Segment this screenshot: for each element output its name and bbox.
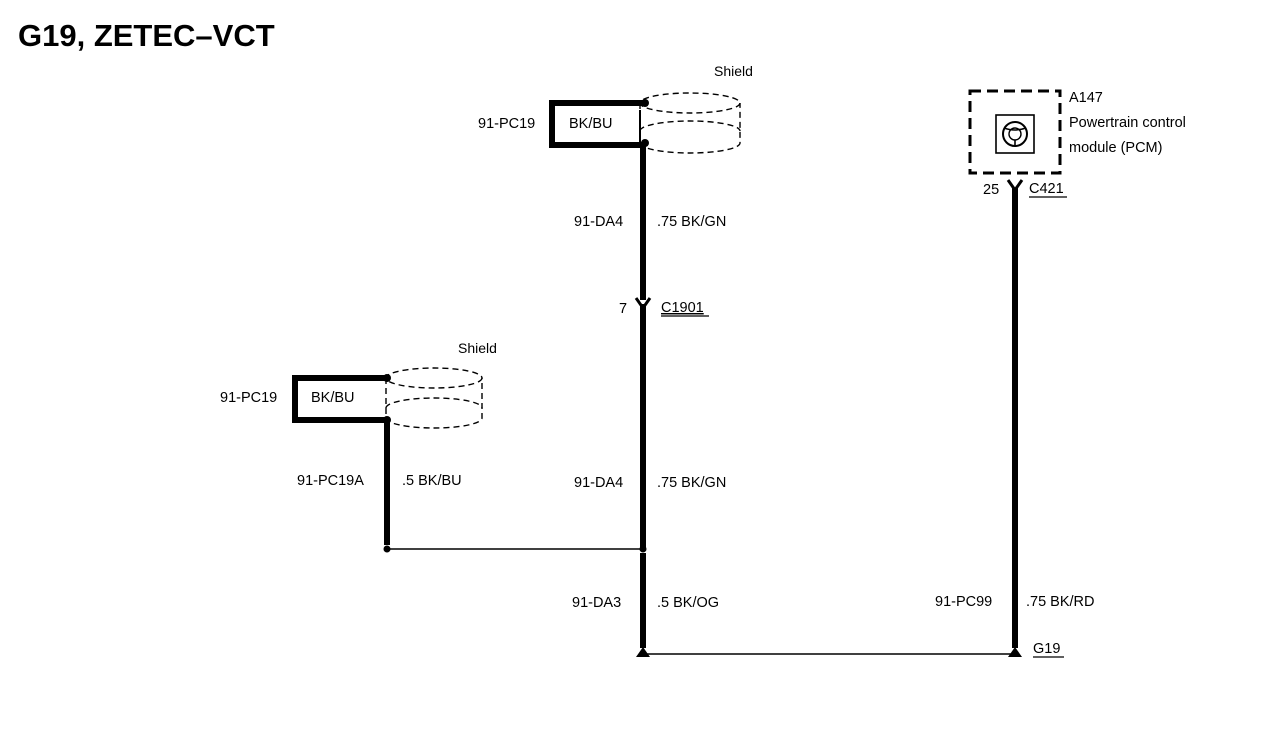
wire-left-drop-spec: .5 BK/BU <box>402 473 462 489</box>
wire-ground-center-spec: .5 BK/OG <box>657 595 719 611</box>
wire-ground-center-circuit: 91-DA3 <box>572 595 621 611</box>
wire-center-upper-spec: .75 BK/GN <box>657 214 726 230</box>
shield-top-terminal-box <box>549 100 644 148</box>
shield-left: Shield <box>383 340 497 429</box>
wire-right-circuit: 91-PC99 <box>935 594 992 610</box>
pcm-id: A147 <box>1069 90 1103 106</box>
shield-left-label: Shield <box>458 340 497 356</box>
wire-center-lower-spec: .75 BK/GN <box>657 475 726 491</box>
splice-dot-center <box>639 545 647 553</box>
wire-left-drop-circuit: 91-PC19A <box>297 473 364 489</box>
ground-name: G19 <box>1033 641 1060 657</box>
shield-top-color: BK/BU <box>569 116 613 132</box>
pcm-module-box <box>968 89 1062 175</box>
ground-terminal-right <box>1008 647 1022 657</box>
wire-center-lower-circuit: 91-DA4 <box>574 475 623 491</box>
diagram-title: G19, ZETEC–VCT <box>18 18 275 53</box>
ground-terminal-center <box>636 647 650 657</box>
shield-top-circuit: 91-PC19 <box>478 116 535 132</box>
pcm-name-line1: Powertrain control <box>1069 115 1186 131</box>
wire-center-upper-circuit: 91-DA4 <box>574 214 623 230</box>
connector-c1901-name: C1901 <box>661 300 704 316</box>
shield-top-label: Shield <box>714 63 753 79</box>
shield-left-circuit: 91-PC19 <box>220 390 277 406</box>
connector-c421-name: C421 <box>1029 181 1064 197</box>
splice-dot-left <box>383 545 391 553</box>
pcm-name-line2: module (PCM) <box>1069 140 1162 156</box>
wire-right-spec: .75 BK/RD <box>1026 594 1095 610</box>
shield-left-terminal-box <box>292 375 386 423</box>
connector-c421-pin: 25 <box>983 182 999 198</box>
steering-wheel-icon <box>1002 121 1028 147</box>
connector-c1901-pin: 7 <box>619 301 627 317</box>
shield-top: Shield <box>639 63 753 154</box>
shield-left-color: BK/BU <box>311 390 355 406</box>
